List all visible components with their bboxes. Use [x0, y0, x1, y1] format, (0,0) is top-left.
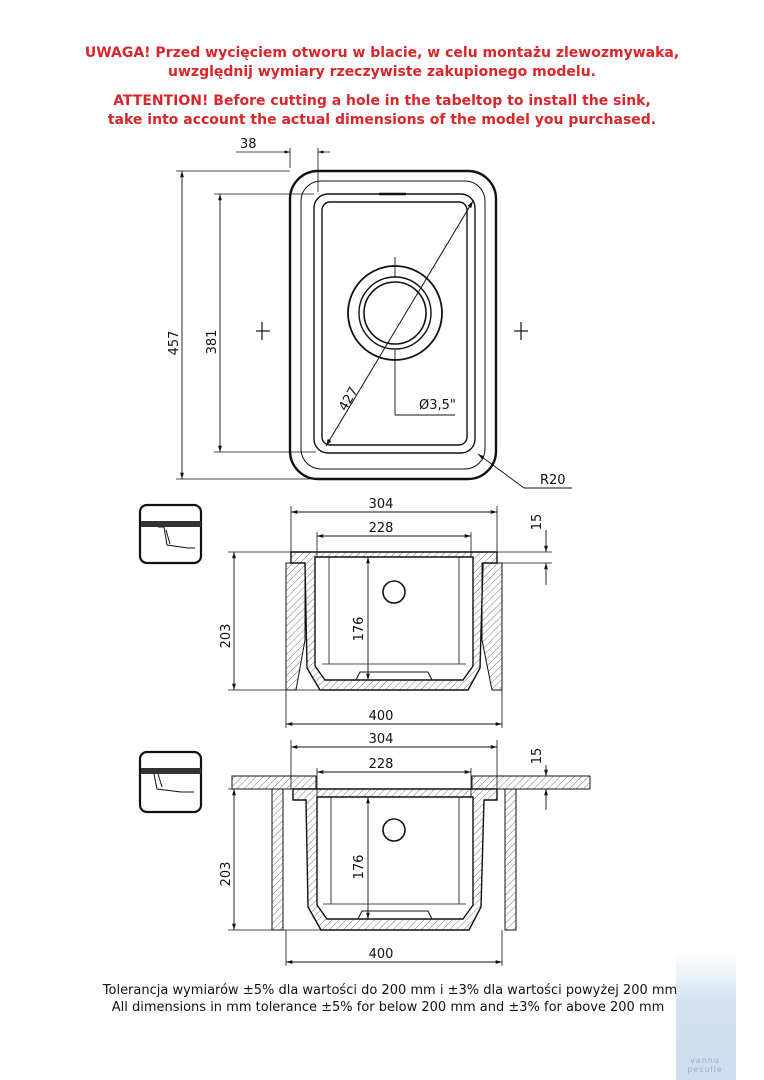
- sink-bowl-outer: [313, 193, 476, 454]
- countertop-right: [471, 775, 591, 790]
- counter-wall-right-2: [504, 788, 517, 931]
- install-icon-undermount: [138, 503, 203, 565]
- dim-drain-diameter: Ø3,5": [419, 398, 456, 413]
- countertop-left: [231, 775, 317, 790]
- top-view: [176, 148, 572, 489]
- drain-hole: [382, 580, 406, 604]
- section1-dim-176: 176: [352, 617, 367, 642]
- section-view-1: [228, 506, 552, 728]
- dim-rim-38: 38: [240, 137, 257, 152]
- dim-inner-height-381: 381: [205, 330, 220, 355]
- sink-body-section-2: [292, 788, 498, 931]
- warning-polish-line-2: uwzględnij wymiary rzeczywiste zakupione…: [168, 64, 596, 80]
- dim-diagonal-427: 427: [336, 385, 361, 414]
- counter-wall-right: [481, 562, 503, 691]
- sink-body-section: [290, 551, 498, 691]
- warning-english-line-1: ATTENTION! Before cutting a hole in the …: [113, 93, 651, 109]
- dim-radius-r20: R20: [540, 473, 566, 488]
- install-icon-flush: [138, 750, 203, 814]
- dim-outer-height-457: 457: [167, 331, 182, 356]
- drain-recess: [355, 671, 433, 681]
- warning-polish: UWAGA! Przed wycięciem otworu w blacie, …: [0, 44, 764, 82]
- section2-dim-176: 176: [352, 855, 367, 880]
- warning-english: ATTENTION! Before cutting a hole in the …: [0, 92, 764, 130]
- section1-dim-203: 203: [219, 624, 234, 649]
- warning-polish-line-1: UWAGA! Przed wycięciem otworu w blacie, …: [84, 45, 680, 61]
- tolerance-polish: Tolerancja wymiarów ±5% dla wartości do …: [102, 983, 678, 998]
- section1-dim-228: 228: [369, 521, 394, 536]
- drain-hole-2: [382, 818, 406, 842]
- section2-dim-228: 228: [369, 757, 394, 772]
- watermark-logo: vannu pesulle: [680, 1056, 730, 1074]
- sink-outer-rim: [288, 169, 498, 481]
- watermark-line-2: pesulle: [687, 1065, 723, 1074]
- section1-dim-400: 400: [369, 709, 394, 724]
- section2-dim-203: 203: [219, 862, 234, 887]
- sink-rim-inner-edge: [300, 180, 486, 470]
- watermark-panel: [676, 952, 736, 1080]
- section1-dim-304: 304: [369, 497, 394, 512]
- radius-leader: [477, 453, 525, 489]
- section1-dim-15: 15: [530, 514, 545, 531]
- section2-dim-400: 400: [369, 947, 394, 962]
- watermark-line-1: vannu: [690, 1056, 720, 1065]
- drain-inner-circle: [363, 281, 427, 345]
- tolerance-english: All dimensions in mm tolerance ±5% for b…: [111, 1000, 665, 1015]
- drain-outer-circle: [347, 265, 443, 361]
- warning-english-line-2: take into account the actual dimensions …: [107, 112, 657, 128]
- section2-dim-15: 15: [530, 748, 545, 765]
- drain-ring: [358, 276, 432, 350]
- section-view-2: [228, 740, 591, 966]
- counter-wall-left: [285, 562, 306, 691]
- diagonal-dimension-line: [325, 200, 474, 447]
- section2-dim-304: 304: [369, 732, 394, 747]
- counter-wall-left-2: [271, 788, 284, 931]
